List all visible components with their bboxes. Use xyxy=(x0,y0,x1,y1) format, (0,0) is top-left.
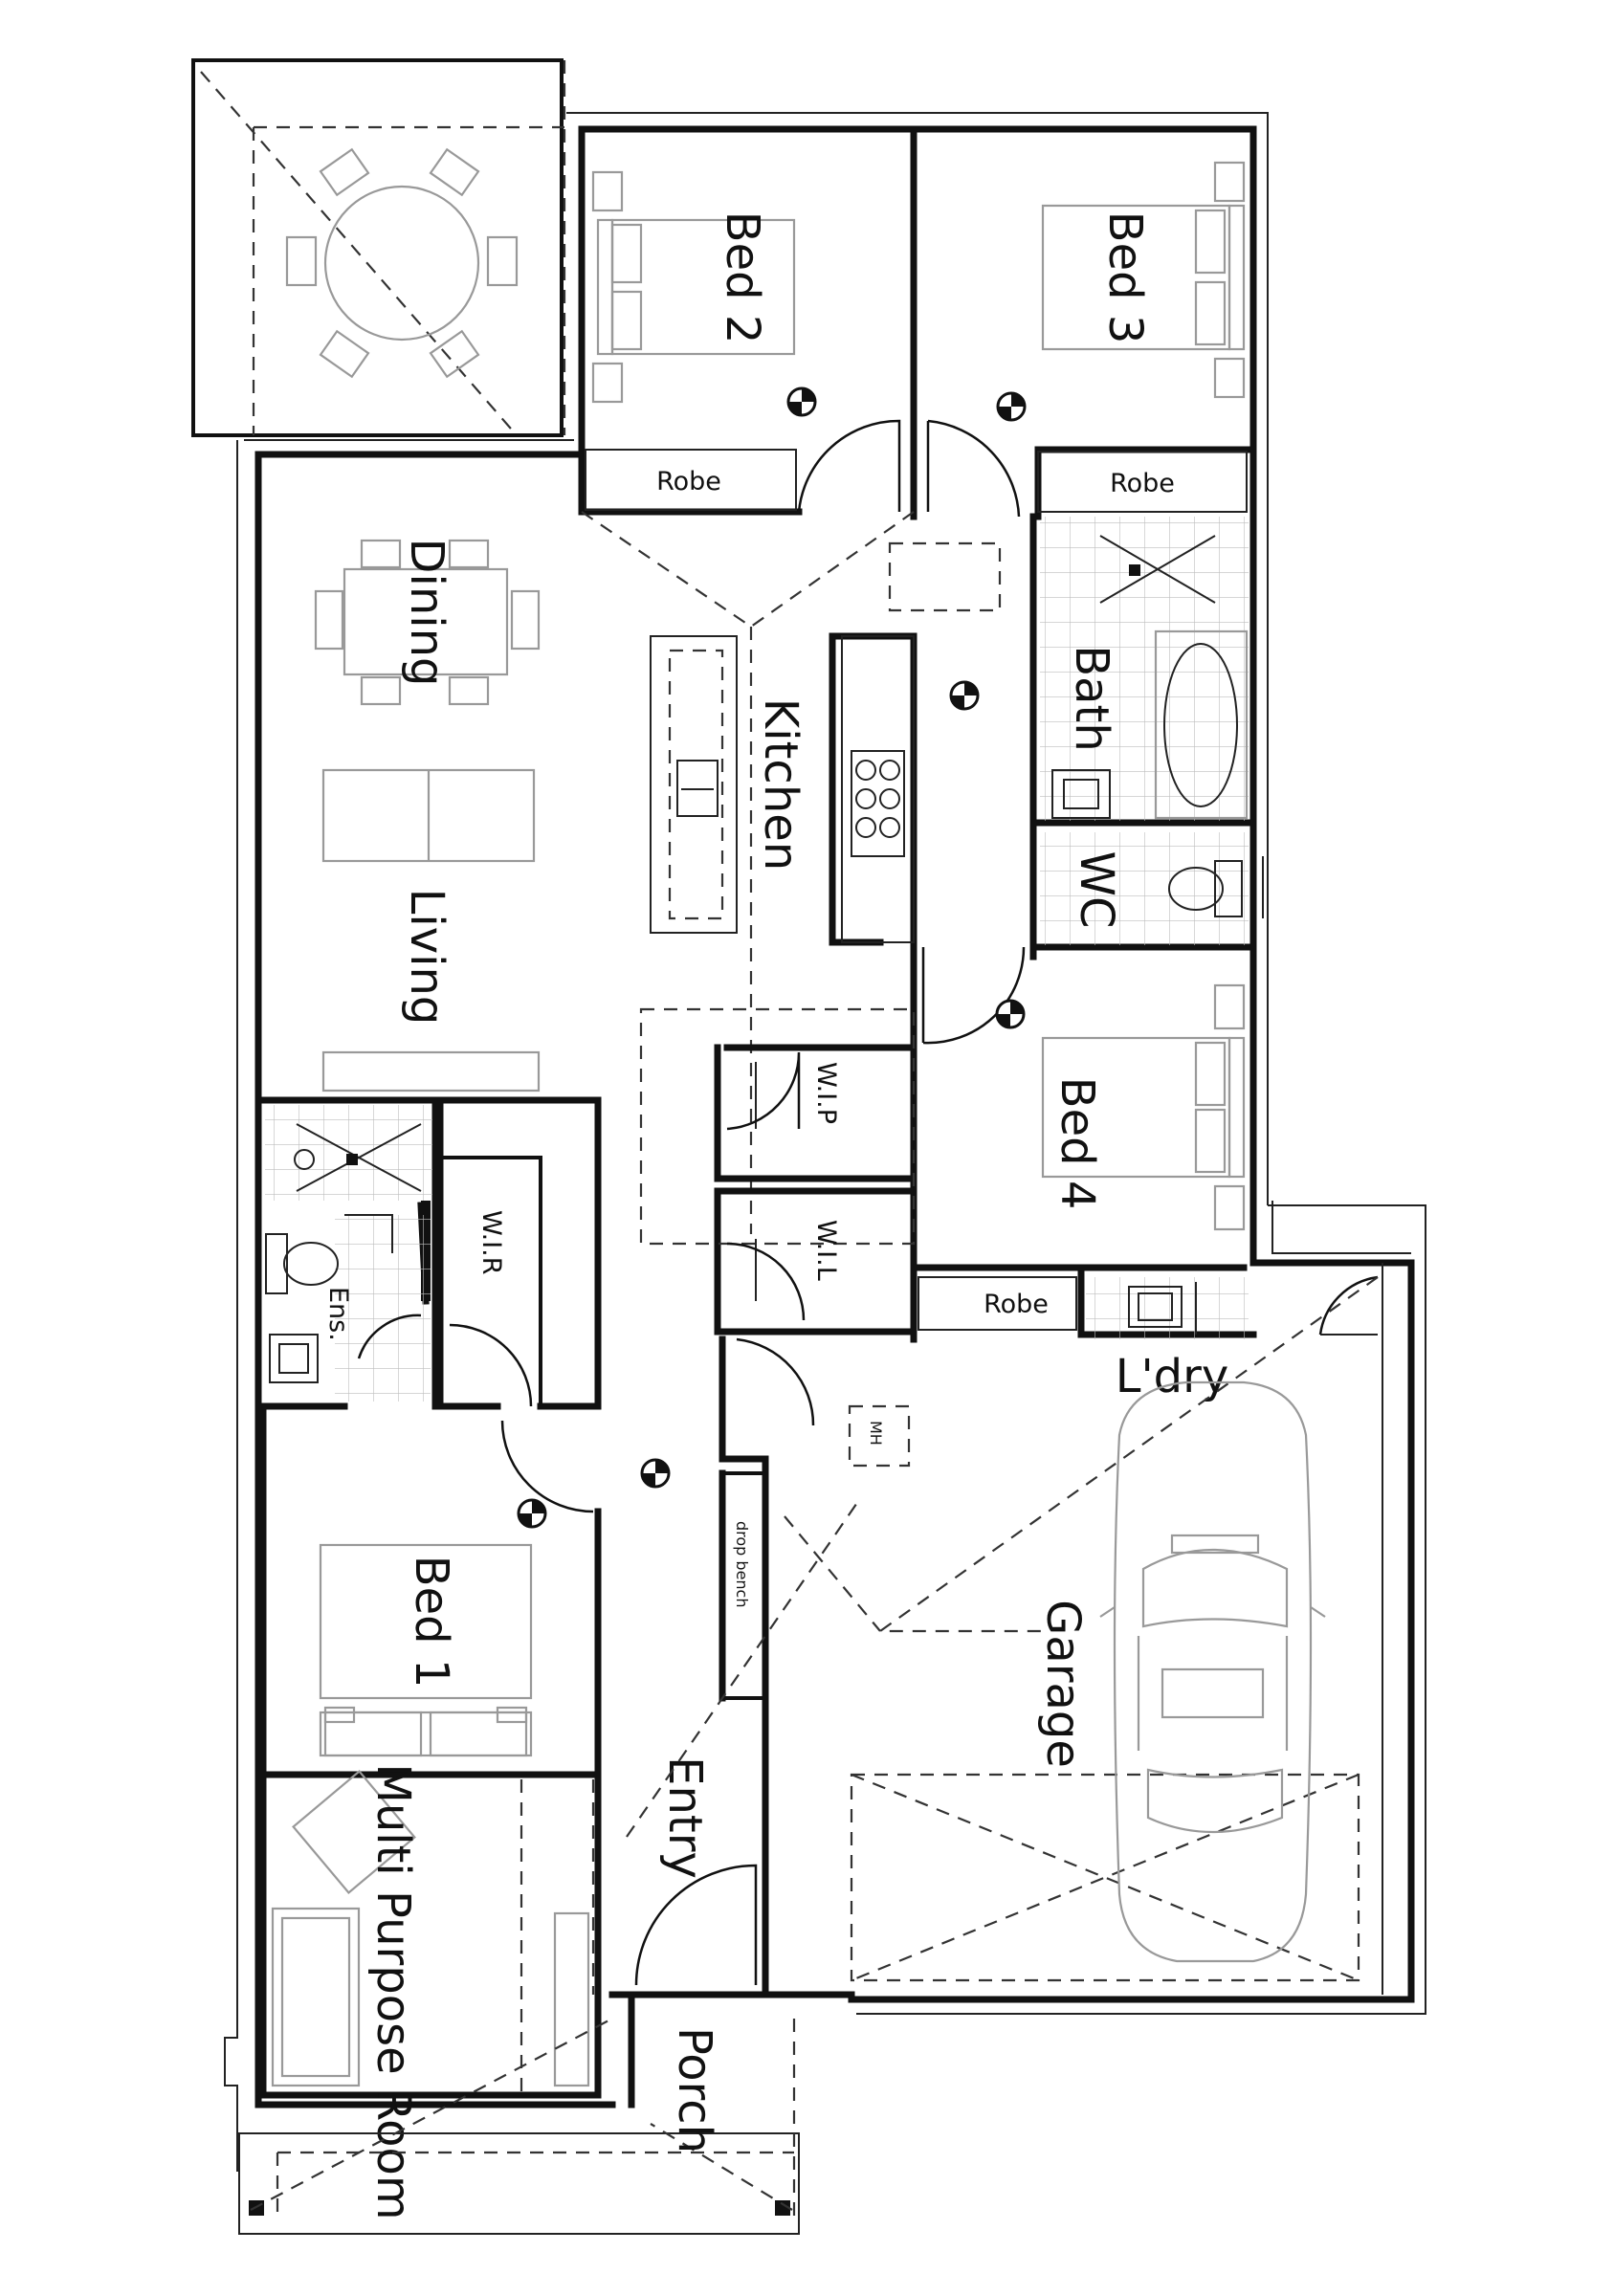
door-bed1 xyxy=(500,1420,594,1513)
entry-walls xyxy=(608,1336,855,2108)
room-label-bath: Bath xyxy=(1065,645,1118,752)
robe-bed3: Robe xyxy=(1037,451,1248,513)
sink-icon xyxy=(676,760,719,817)
wc-room: WC xyxy=(1040,832,1249,945)
room-label-living: Living xyxy=(400,889,453,1026)
room-label-bed1: Bed 1 xyxy=(405,1556,458,1689)
light-point-icon xyxy=(786,386,817,417)
light-point-icon xyxy=(640,1458,671,1489)
sink-icon xyxy=(1051,769,1111,819)
outer-walls xyxy=(224,112,1426,2172)
robe-bed2: Robe xyxy=(585,449,797,511)
door-wir xyxy=(449,1323,533,1407)
room-label-kitchen: Kitchen xyxy=(754,698,807,871)
room-label-garage: Garage xyxy=(1036,1600,1090,1768)
alfresco-table-icon xyxy=(285,147,519,379)
light-point-icon xyxy=(996,391,1027,422)
room-label-bed4: Bed 4 xyxy=(1050,1077,1104,1210)
drop-bench-label: drop bench xyxy=(733,1521,751,1608)
sofa-icon xyxy=(321,768,536,863)
robe-label: Robe xyxy=(984,1290,1049,1319)
door-bed3 xyxy=(926,419,1021,518)
robe-label: Robe xyxy=(1110,469,1175,498)
bed-icon xyxy=(1041,983,1246,1231)
multi-room-walls xyxy=(259,1771,602,2099)
cooktop-icon xyxy=(851,750,905,857)
toilet-icon xyxy=(265,1233,339,1294)
car-icon xyxy=(1099,1380,1326,1963)
door-bed2 xyxy=(797,419,901,513)
room-label-bed3: Bed 3 xyxy=(1098,211,1152,344)
room-label-wc: WC xyxy=(1070,851,1123,929)
ensuite: Ens. xyxy=(265,1105,432,1402)
robe-label: Robe xyxy=(656,467,721,497)
light-point-icon xyxy=(995,999,1026,1029)
light-point-icon xyxy=(949,680,980,711)
door-linen xyxy=(726,1242,806,1321)
room-label-wil: W.I.L xyxy=(811,1220,841,1281)
porch: Porch xyxy=(238,2018,800,2235)
bathtub-icon xyxy=(1154,629,1249,820)
bathroom: Bath xyxy=(1040,517,1249,821)
bed-icon xyxy=(591,170,796,404)
front-door xyxy=(634,1864,758,1986)
room-label-ensuite: Ens. xyxy=(323,1287,353,1341)
laundry: L'dry xyxy=(1086,1275,1379,1403)
room-label-entry: Entry xyxy=(658,1756,712,1879)
door-garage-internal xyxy=(736,1337,815,1426)
tv-unit xyxy=(321,1050,541,1093)
door-bed4 xyxy=(921,946,1026,1045)
room-label-wir: W.I.R xyxy=(476,1210,506,1275)
light-point-icon xyxy=(517,1498,547,1529)
bed-icon xyxy=(1041,161,1246,399)
pantry-walls xyxy=(639,1007,918,1336)
dining-table-icon xyxy=(314,539,541,706)
door-pantry xyxy=(726,1051,801,1131)
garage: MH Garage xyxy=(626,1263,1383,1995)
room-label-porch: Porch xyxy=(668,2027,721,2153)
room-label-laundry: L'dry xyxy=(1116,1350,1229,1403)
toilet-icon xyxy=(1168,860,1243,917)
room-label-wip: W.I.P xyxy=(811,1062,841,1124)
sofa-icon xyxy=(271,1770,590,2087)
alfresco-area xyxy=(191,58,566,437)
kitchen-area: Kitchen xyxy=(650,541,1002,1234)
room-label-bed2: Bed 2 xyxy=(716,211,769,344)
manhole-label: MH xyxy=(867,1421,885,1446)
sink-icon xyxy=(269,1334,319,1383)
bed-icon xyxy=(319,1543,533,1757)
bed1-walls xyxy=(259,1402,602,1778)
room-label-dining: Dining xyxy=(400,539,453,687)
